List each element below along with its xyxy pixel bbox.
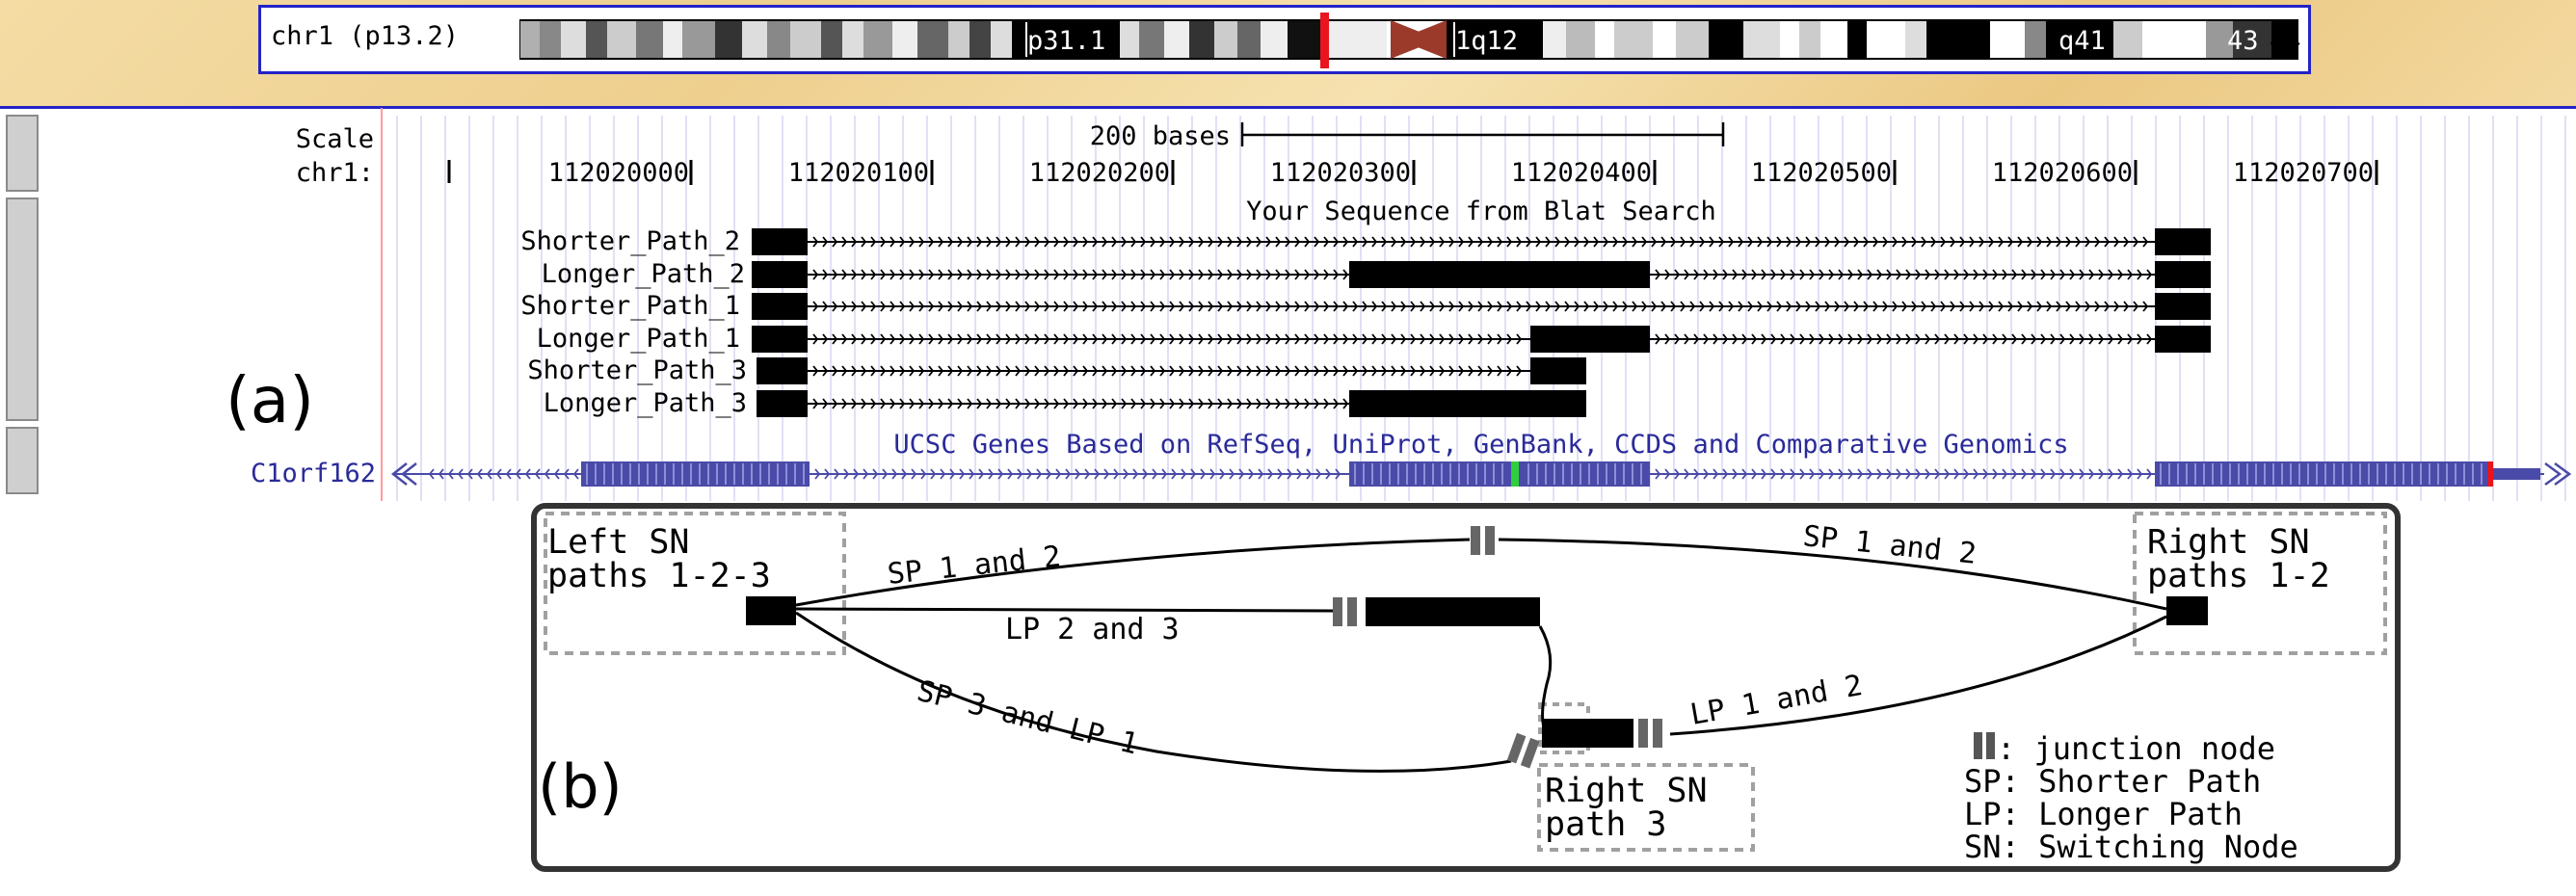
side-button-genes[interactable] <box>6 427 39 494</box>
side-button-blat[interactable] <box>6 198 39 421</box>
scale-bar <box>1240 122 1725 146</box>
position-label: 112020200 <box>1029 158 1170 188</box>
alignment-row-shorter-path-2[interactable] <box>752 228 2211 255</box>
side-button-scale[interactable] <box>6 115 39 192</box>
scale-label: Scale <box>296 124 374 154</box>
position-label: 112020700 <box>2233 158 2374 188</box>
right-sn-3-label: path 3 <box>1545 805 1666 844</box>
exon-highlight <box>1511 461 1519 487</box>
gene-model-c1orf162[interactable] <box>390 461 2572 487</box>
edge-lp12 <box>1669 615 2167 736</box>
junction-node-lp23[interactable] <box>1333 597 1357 626</box>
scale-bar-label: 200 bases <box>1090 121 1231 151</box>
path-label[interactable]: Shorter_Path_1 <box>520 291 740 321</box>
panel-a-label: (a) <box>226 363 314 437</box>
path-label[interactable]: Longer_Path_1 <box>537 324 740 354</box>
chrom-position-label: chr1: <box>296 158 374 188</box>
band-label-q41: q41 <box>2058 26 2106 56</box>
alignment-row-longer-path-3[interactable] <box>757 390 1586 417</box>
right-sn-12-label: paths 1-2 <box>2147 557 2330 595</box>
genes-track-title: UCSC Genes Based on RefSeq, UniProt, Gen… <box>893 430 2068 460</box>
alignment-row-shorter-path-1[interactable] <box>752 293 2211 320</box>
legend: : junction node SP: Shorter Path LP: Lon… <box>1964 730 2298 865</box>
ideogram-graphic[interactable]: p31.1 1q12 q41 43 44 <box>261 8 2308 71</box>
position-label: 112020100 <box>788 158 929 188</box>
path-label[interactable]: Longer_Path_3 <box>544 388 747 418</box>
position-label: 112020000 <box>548 158 689 188</box>
lp-exon-node[interactable] <box>1366 597 1540 626</box>
junction-node-top[interactable] <box>1471 526 1495 555</box>
edge-lp2-to-junction <box>1538 625 1553 728</box>
centromere <box>1398 20 1447 59</box>
band-label-43: 43 <box>2227 26 2259 56</box>
junction-node-lp12[interactable] <box>1638 719 1662 748</box>
position-ruler: 112020000 112020100 112020200 112020300 … <box>548 158 2378 188</box>
junction-node-sp3lp1[interactable] <box>1506 732 1540 769</box>
right-sn-3-box <box>1537 763 1755 852</box>
edge-sp12-right <box>1498 538 2167 611</box>
band-label-44: 44 <box>2270 26 2301 56</box>
right-sn-12-box <box>2133 512 2387 655</box>
blat-track-title: Your Sequence from Blat Search <box>1246 197 1716 226</box>
panel-b-label: (b) <box>538 751 623 822</box>
legend-entry: SP: Shorter Path <box>1964 763 2261 800</box>
right-sn-3-small-box <box>1538 702 1590 754</box>
path-label[interactable]: Shorter_Path_3 <box>527 356 747 385</box>
position-label: 112020600 <box>1992 158 2133 188</box>
right-sn-3-label: Right SN <box>1545 772 1708 810</box>
alignment-row-longer-path-2[interactable] <box>752 261 2211 288</box>
position-label: 112020500 <box>1751 158 1892 188</box>
legend-entry: SN: Switching Node <box>1964 829 2298 865</box>
path-label[interactable]: Shorter_Path_2 <box>520 226 740 256</box>
chromosome-label: chr1 (p13.2) <box>271 21 460 51</box>
alignment-row-shorter-path-3[interactable] <box>757 357 1586 384</box>
alignment-row-longer-path-1[interactable] <box>752 326 2211 353</box>
base-grid <box>396 116 2566 501</box>
graph-edges <box>795 538 2167 773</box>
edge-lp23 <box>795 607 1334 613</box>
left-sn-node[interactable] <box>746 596 796 625</box>
diagram-frame <box>531 503 2401 872</box>
right-sn-12-node[interactable] <box>2166 596 2208 625</box>
edge-label-lp23: LP 2 and 3 <box>1005 613 1180 646</box>
band-label-p31: p31.1 <box>1027 26 1105 56</box>
current-position-marker <box>1320 13 1329 68</box>
left-sn-label: paths 1-2-3 <box>547 557 771 595</box>
right-sn-3-node[interactable] <box>1542 719 1633 748</box>
edge-sp3lp1 <box>795 611 1512 773</box>
left-sn-box <box>544 512 846 655</box>
position-label: 112020300 <box>1270 158 1411 188</box>
path-label[interactable]: Longer_Path_2 <box>542 259 745 289</box>
gene-end-marker <box>2487 461 2493 487</box>
gene-name-label[interactable]: C1orf162 <box>251 459 376 488</box>
legend-junction-icon <box>1974 732 1995 759</box>
left-sn-label: Left SN <box>547 523 690 562</box>
chromosome-ideogram[interactable]: p31.1 1q12 q41 43 44 chr1 (p13.2) <box>258 5 2311 74</box>
band-label-1q12: 1q12 <box>1455 26 1518 56</box>
edge-sp12-left <box>795 538 1471 607</box>
right-sn-12-label: Right SN <box>2147 523 2310 562</box>
position-label: 112020400 <box>1511 158 1652 188</box>
legend-entry: : junction node <box>1997 730 2275 767</box>
legend-entry: LP: Longer Path <box>1964 796 2243 832</box>
